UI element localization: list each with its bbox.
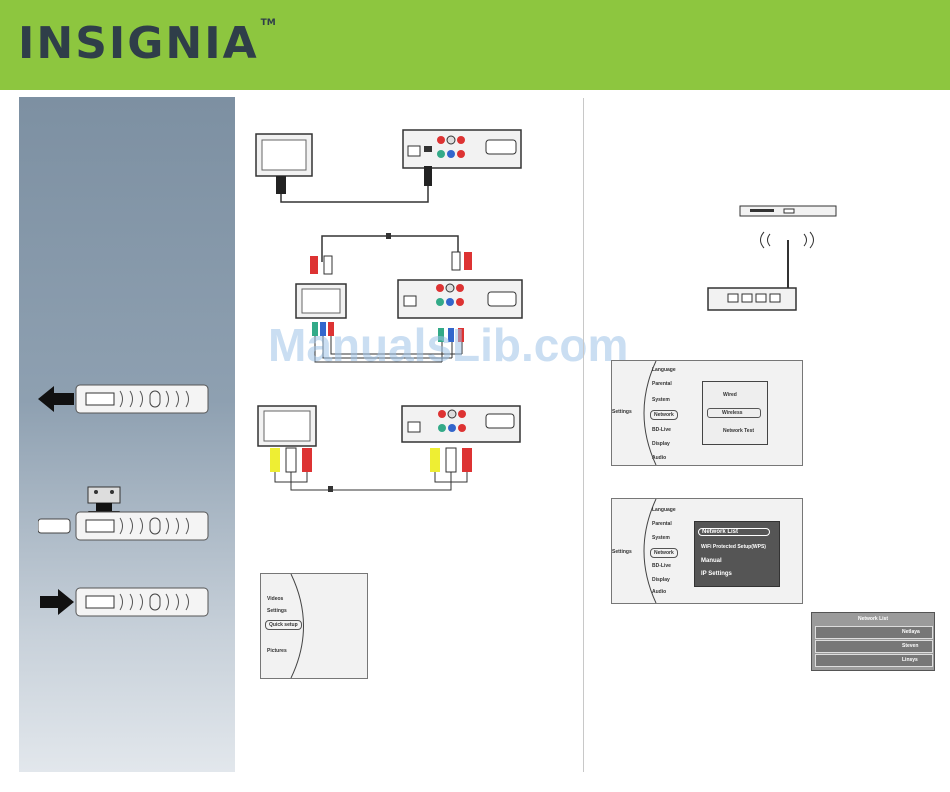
- settings-curve: [643, 361, 657, 465]
- network-name: Netlaya: [902, 629, 920, 635]
- component-connection-diagram: [295, 233, 523, 363]
- menu-network[interactable]: Network: [650, 548, 678, 558]
- settings-network-menu-screen: Settings Language Parental System Networ…: [611, 360, 803, 466]
- menu-bd-live[interactable]: BD-Live: [652, 427, 671, 433]
- menu-parental[interactable]: Parental: [652, 381, 672, 387]
- network-list-screen: Network List Netlaya Steven Linsys: [811, 612, 935, 671]
- network-entry[interactable]: Linsys: [815, 654, 933, 667]
- settings-label: Settings: [612, 409, 632, 415]
- submenu-manual[interactable]: Manual: [701, 558, 722, 564]
- column-divider: [583, 98, 584, 772]
- submenu-network-list[interactable]: Network List: [698, 528, 770, 536]
- menu-display[interactable]: Display: [652, 577, 670, 583]
- wireless-router-diagram: [707, 205, 837, 311]
- submenu-wps[interactable]: WiFi Protected Setup(WPS): [701, 544, 766, 550]
- menu-bd-live[interactable]: BD-Live: [652, 563, 671, 569]
- menu-item-videos[interactable]: Videos: [267, 596, 284, 602]
- sidebar-panel: [19, 97, 235, 772]
- settings-curve: [643, 499, 657, 603]
- remote-battery-close-illustration: [40, 587, 209, 617]
- menu-audio[interactable]: Audio: [652, 589, 667, 595]
- quick-setup-menu-screen: Videos Settings Quick setup Pictures: [260, 573, 368, 679]
- submenu-network-test[interactable]: Network Test: [723, 428, 755, 434]
- menu-parental[interactable]: Parental: [652, 521, 672, 527]
- menu-curve: [290, 574, 304, 678]
- network-list-title: Network List: [857, 616, 888, 622]
- menu-audio[interactable]: Audio: [652, 455, 667, 461]
- network-list-submenu: Network List WiFi Protected Setup(WPS) M…: [694, 521, 780, 587]
- menu-language[interactable]: Language: [652, 507, 676, 513]
- watermark: ManualsLib.com: [268, 319, 629, 371]
- submenu-ip-settings[interactable]: IP Settings: [701, 571, 732, 577]
- menu-item-quick-setup[interactable]: Quick setup: [265, 620, 302, 630]
- submenu-wireless[interactable]: Wireless: [707, 408, 761, 418]
- network-entry[interactable]: Steven: [815, 640, 933, 653]
- brand-name: INSIGNIA: [18, 18, 259, 69]
- menu-display[interactable]: Display: [652, 441, 670, 447]
- network-entry[interactable]: Netlaya: [815, 626, 933, 639]
- menu-item-settings[interactable]: Settings: [267, 608, 287, 614]
- hdmi-connection-diagram: [255, 129, 522, 203]
- menu-language[interactable]: Language: [652, 367, 676, 373]
- settings-label: Settings: [612, 549, 632, 555]
- network-name: Linsys: [902, 657, 918, 663]
- network-name: Steven: [902, 643, 919, 649]
- menu-item-pictures[interactable]: Pictures: [267, 648, 287, 654]
- settings-network-list-menu-screen: Settings Language Parental System Networ…: [611, 498, 803, 604]
- menu-system[interactable]: System: [652, 397, 670, 403]
- remote-battery-open-illustration: [38, 384, 209, 414]
- remote-insert-battery-illustration: [38, 486, 209, 541]
- composite-connection-diagram: [257, 405, 521, 492]
- menu-system[interactable]: System: [652, 535, 670, 541]
- submenu-wired[interactable]: Wired: [723, 392, 737, 398]
- menu-network[interactable]: Network: [650, 410, 678, 420]
- trademark: TM: [260, 18, 276, 28]
- network-submenu: Wired Wireless Network Test: [702, 381, 768, 445]
- header-bar: [0, 0, 950, 90]
